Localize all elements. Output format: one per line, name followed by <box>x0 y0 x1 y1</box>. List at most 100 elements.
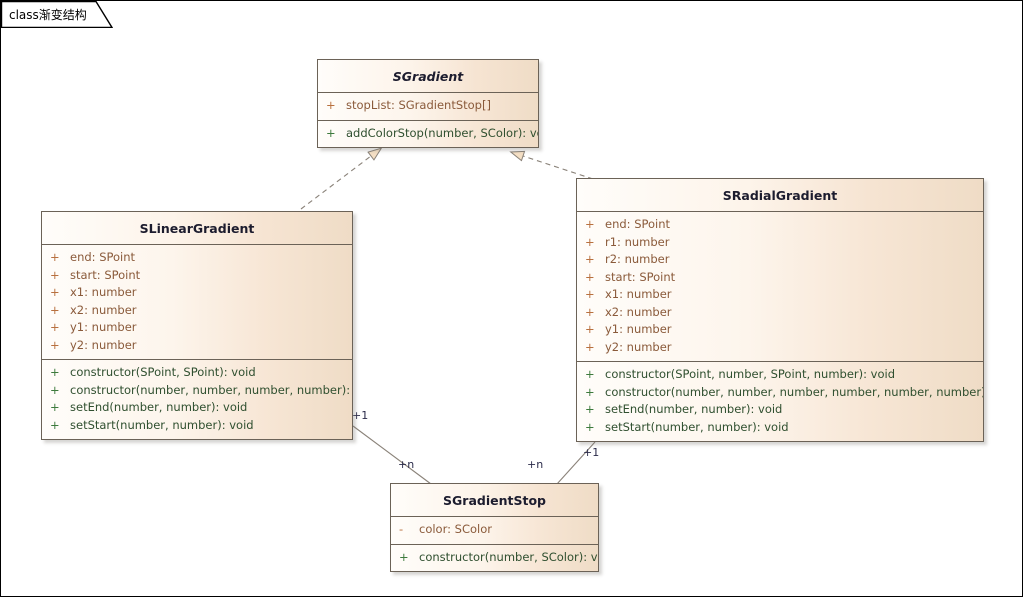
method-text: constructor(number, number, number, numb… <box>605 384 984 399</box>
attribute-row: + r1: number <box>577 234 983 252</box>
method-text: constructor(SPoint, SPoint): void <box>70 365 256 379</box>
diagram-title-tab[interactable]: class渐变结构 <box>1 1 113 28</box>
attribute-text: end: SPoint <box>605 217 671 231</box>
method-text: constructor(SPoint, number, SPoint, numb… <box>605 367 896 381</box>
attributes-section-slineargradient: +end: SPoint +start: SPoint +x1: number … <box>42 245 352 359</box>
method-text: setStart(number, number): void <box>605 419 789 434</box>
attributes-section-sgradient: + stopList: SGradientStop[] <box>318 93 538 120</box>
attribute-text: color: SColor <box>419 522 492 536</box>
diagram-title-label: class渐变结构 <box>9 6 87 23</box>
visibility-marker: + <box>326 98 336 112</box>
attribute-row: + end: SPoint <box>42 249 352 267</box>
visibility-marker: + <box>585 322 595 336</box>
attribute-text: y2: number <box>605 339 672 354</box>
attribute-row: + stopList: SGradientStop[] <box>318 97 538 115</box>
attribute-text: start: SPoint <box>70 267 141 282</box>
class-box-slineargradient[interactable]: SLinearGradient + end: SPoint + start: SPo… <box>41 211 353 440</box>
method-row: + constructor(number, number, number, num… <box>577 384 983 402</box>
methods-section-sgradientstop: + constructor(number, SColor): void <box>391 543 598 571</box>
attribute-row: - color: SColor <box>391 521 598 539</box>
methods-section-slineargradient: + constructor(SPoint, SPoint): void + cons… <box>42 359 352 439</box>
visibility-marker: + <box>585 384 595 399</box>
visibility-marker: + <box>585 367 595 381</box>
multiplicity-linear-source: +1 <box>352 409 369 422</box>
visibility-marker: + <box>50 302 60 317</box>
class-name-sgradientstop: SGradientStop <box>391 484 598 517</box>
diagram-title-name: 渐变结构 <box>38 8 87 22</box>
visibility-marker: + <box>585 402 595 416</box>
attribute-text: x1: number <box>70 285 137 299</box>
visibility-marker: + <box>585 269 595 284</box>
method-row: + setStart(number, number): void <box>577 419 983 437</box>
relation-linear-extends-gradient <box>300 156 371 210</box>
method-row: + constructor(number, SColor): void <box>391 549 598 567</box>
method-text: constructor(number, number, number, numb… <box>70 382 353 397</box>
attribute-row: + y1: number <box>42 319 352 337</box>
attribute-text: x2: number <box>605 304 672 319</box>
method-row: + setEnd(number, number): void <box>577 401 983 419</box>
attribute-text: stopList: SGradientStop[] <box>346 98 491 112</box>
relation-linear-stops <box>352 425 432 485</box>
method-row: + constructor(SPoint, SPoint): void <box>42 364 352 382</box>
method-row: + setStart(number, number): void <box>42 417 352 435</box>
attribute-row: + x1: number <box>577 286 983 304</box>
visibility-marker: + <box>585 217 595 231</box>
title-tab-shape <box>1 1 113 28</box>
visibility-marker: + <box>585 304 595 319</box>
attribute-text: y1: number <box>70 320 137 334</box>
visibility-marker: + <box>50 250 60 264</box>
class-box-sradialgradient[interactable]: SRadialGradient + end: SPoint + r1: number… <box>576 178 984 442</box>
attribute-row: + x2: number <box>42 302 352 320</box>
attribute-row: + y1: number <box>577 321 983 339</box>
visibility-marker: + <box>50 382 60 397</box>
class-box-sgradientstop[interactable]: SGradientStop - color: SColor + constructo… <box>390 483 599 572</box>
multiplicity-radial-source: +1 <box>583 446 600 459</box>
method-text: setStart(number, number): void <box>70 417 254 432</box>
visibility-marker: + <box>50 365 60 379</box>
attribute-row: + start: SPoint <box>42 267 352 285</box>
methods-section-sgradient: +addColorStop(number, SColor): void <box>318 119 538 147</box>
visibility-marker: + <box>50 417 60 432</box>
attribute-row: + end: SPoint <box>577 216 983 234</box>
visibility-marker: + <box>326 125 336 140</box>
method-text: setEnd(number, number): void <box>605 402 783 416</box>
visibility-marker: + <box>50 285 60 299</box>
attributes-section-sradialgradient: +end: SPoint +r1: number +r2: number +st… <box>577 212 983 361</box>
attribute-text: y1: number <box>605 322 672 336</box>
attribute-row: + start: SPoint <box>577 269 983 287</box>
attribute-row: + x2: number <box>577 304 983 322</box>
diagram-title-keyword: class <box>9 8 39 22</box>
visibility-marker: - <box>399 522 404 536</box>
class-name-slineargradient: SLinearGradient <box>42 212 352 245</box>
attribute-row: + x1: number <box>42 284 352 302</box>
class-box-sgradient[interactable]: SGradient + stopList: SGradientStop[] +ad… <box>317 59 539 148</box>
attribute-row: +r2: number <box>577 251 983 269</box>
visibility-marker: + <box>399 549 409 564</box>
class-name-sgradient: SGradient <box>318 60 538 93</box>
attribute-text: r1: number <box>605 234 670 249</box>
multiplicity-linear-target: +n <box>398 458 415 471</box>
method-row: +addColorStop(number, SColor): void <box>318 125 538 143</box>
attribute-text: end: SPoint <box>70 250 136 264</box>
method-row: + constructor(SPoint, number, SPoint, num… <box>577 366 983 384</box>
attribute-text: start: SPoint <box>605 269 676 284</box>
method-row: + constructor(number, number, number, num… <box>42 382 352 400</box>
relation-radial-extends-gradient <box>523 156 594 180</box>
method-row: +setEnd(number, number): void <box>42 399 352 417</box>
attribute-text: r2: number <box>605 252 670 266</box>
visibility-marker: + <box>585 339 595 354</box>
class-name-sradialgradient: SRadialGradient <box>577 179 983 212</box>
visibility-marker: + <box>50 267 60 282</box>
method-text: constructor(number, SColor): void <box>419 549 599 564</box>
attribute-text: x1: number <box>605 287 672 301</box>
visibility-marker: + <box>585 419 595 434</box>
visibility-marker: + <box>585 234 595 249</box>
method-text: setEnd(number, number): void <box>70 400 248 414</box>
methods-section-sradialgradient: + constructor(SPoint, number, SPoint, num… <box>577 361 983 441</box>
attribute-text: y2: number <box>70 337 137 352</box>
visibility-marker: + <box>585 287 595 301</box>
attribute-text: x2: number <box>70 302 137 317</box>
visibility-marker: + <box>50 320 60 334</box>
attribute-row: + y2: number <box>577 339 983 357</box>
